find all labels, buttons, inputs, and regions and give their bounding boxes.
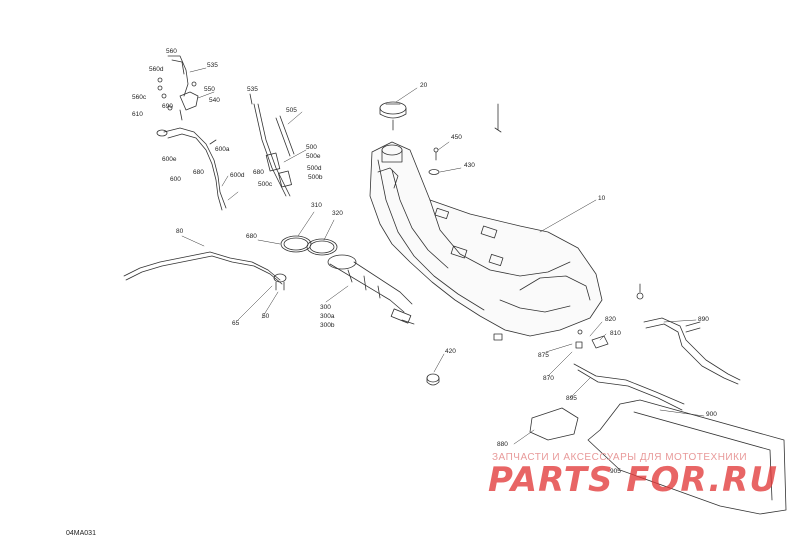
protector-900 [587, 399, 787, 515]
nut-875 [575, 341, 583, 349]
callout-80: 80 [176, 228, 184, 235]
callout-680-c: 680 [246, 233, 257, 240]
callout-600e: 600e [162, 156, 177, 163]
valve-550 [179, 91, 199, 121]
vent-bracket-560 [167, 55, 197, 97]
callout-10: 10 [598, 195, 606, 202]
clip-810 [591, 335, 609, 349]
callout-50: 50 [262, 313, 270, 320]
leader-lines [181, 67, 705, 445]
callout-500e: 500e [306, 153, 321, 160]
callout-600: 600 [170, 176, 181, 183]
callout-430: 430 [464, 162, 475, 169]
callout-505: 505 [286, 107, 297, 114]
pin-535 [249, 93, 253, 105]
callout-450: 450 [451, 134, 462, 141]
callout-870: 870 [543, 375, 554, 382]
callout-300b: 300b [320, 322, 335, 329]
callout-535-b: 535 [247, 86, 258, 93]
callout-550: 550 [204, 86, 215, 93]
callout-535: 535 [207, 62, 218, 69]
callout-300a: 300a [320, 313, 335, 320]
callout-905: 905 [610, 468, 621, 475]
callout-820: 820 [605, 316, 616, 323]
callout-900: 900 [706, 411, 717, 418]
callout-690: 690 [162, 103, 173, 110]
hose-505 [275, 115, 295, 157]
callout-875: 875 [538, 352, 549, 359]
clips-560c [157, 77, 173, 111]
callout-880: 880 [497, 441, 508, 448]
stud-bolt [494, 103, 502, 133]
callout-310: 310 [311, 202, 322, 209]
fitting-50 [273, 273, 287, 291]
callout-680: 680 [193, 169, 204, 176]
callout-300: 300 [320, 304, 331, 311]
gasket-310 [280, 235, 312, 253]
callout-600a: 600a [215, 146, 230, 153]
fuel-cap [379, 101, 407, 131]
washer-top-right [636, 283, 644, 300]
callout-560d: 560d [149, 66, 164, 73]
rubber-pad [493, 333, 503, 341]
ring-320 [306, 238, 338, 256]
bracket-895 [573, 363, 685, 411]
fuel-line [123, 251, 283, 285]
callout-320: 320 [332, 210, 343, 217]
callout-810: 810 [610, 330, 621, 337]
callout-540: 540 [209, 97, 220, 104]
callout-500b: 500b [308, 174, 323, 181]
callout-560: 560 [166, 48, 177, 55]
bracket-890 [643, 317, 741, 385]
callout-895: 895 [566, 395, 577, 402]
callout-560c: 560c [132, 94, 147, 101]
callout-680-b: 680 [253, 169, 264, 176]
vent-hose-500 [253, 103, 292, 197]
callout-500c: 500c [258, 181, 273, 188]
callout-65: 65 [232, 320, 240, 327]
callout-500d: 500d [307, 165, 322, 172]
diagram-reference-code: 04MA031 [66, 530, 96, 537]
bolt-820 [577, 329, 583, 335]
callout-600d: 600d [230, 172, 245, 179]
fuel-tank [369, 141, 603, 337]
watermark-tagline: ЗАПЧАСТИ И АКСЕССУАРЫ ДЛЯ МОТОТЕХНИКИ [492, 452, 748, 463]
callout-500: 500 [306, 144, 317, 151]
callout-610: 610 [132, 111, 143, 118]
fuel-pump [327, 254, 415, 325]
bolt-450 [433, 147, 439, 161]
pad-880 [529, 407, 579, 441]
watermark-logo: PARTS FOR.RU [488, 460, 778, 500]
grommet-420 [426, 373, 440, 386]
vent-hose-600 [156, 127, 227, 211]
washer-430 [428, 169, 440, 175]
callout-420: 420 [445, 348, 456, 355]
callout-20: 20 [420, 82, 428, 89]
callout-890: 890 [698, 316, 709, 323]
